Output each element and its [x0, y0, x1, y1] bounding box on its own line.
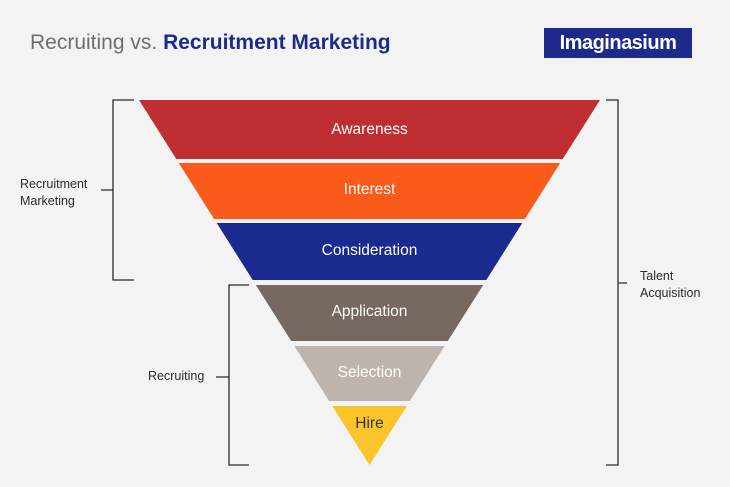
- recruiting-bracket: [216, 284, 249, 466]
- funnel-stage-awareness: [139, 100, 600, 159]
- recruitment-marketing-line1: Recruitment: [20, 177, 88, 191]
- funnel-stage-hire: [332, 406, 407, 465]
- recruiting-label: Recruiting: [148, 368, 204, 385]
- funnel-label-hire: Hire: [355, 415, 383, 432]
- title-light: Recruiting vs.: [30, 31, 158, 54]
- talent-acquisition-line1: Talent: [640, 269, 674, 283]
- funnel-label-interest: Interest: [344, 181, 396, 198]
- funnel-stage-selection: [294, 346, 445, 401]
- title-bold: Recruitment Marketing: [163, 31, 391, 54]
- page-title: Recruiting vs. Recruitment Marketing: [30, 28, 391, 58]
- recruitment-marketing-line2: Marketing: [20, 194, 75, 208]
- funnel-stage-interest: [178, 163, 561, 219]
- funnel-label-selection: Selection: [338, 364, 402, 381]
- talent-acquisition-bracket: [606, 99, 627, 466]
- talent-acquisition-line2: Acquisition: [640, 286, 701, 300]
- imaginasium-logo: Imaginasium: [544, 28, 692, 58]
- funnel-stages: AwarenessInterestConsiderationApplicatio…: [139, 100, 600, 465]
- funnel-stage-consideration: [216, 223, 523, 280]
- funnel-brackets: [101, 99, 627, 466]
- recruitment-marketing-label: Recruitment Marketing: [20, 176, 87, 210]
- funnel-stage-application: [255, 285, 484, 341]
- funnel-label-consideration: Consideration: [322, 242, 418, 259]
- funnel-label-application: Application: [332, 303, 408, 320]
- recruitment-marketing-bracket: [101, 99, 134, 281]
- talent-acquisition-label: Talent Acquisition: [640, 268, 700, 302]
- recruiting-label-text: Recruiting: [148, 369, 205, 383]
- funnel-label-awareness: Awareness: [331, 121, 408, 138]
